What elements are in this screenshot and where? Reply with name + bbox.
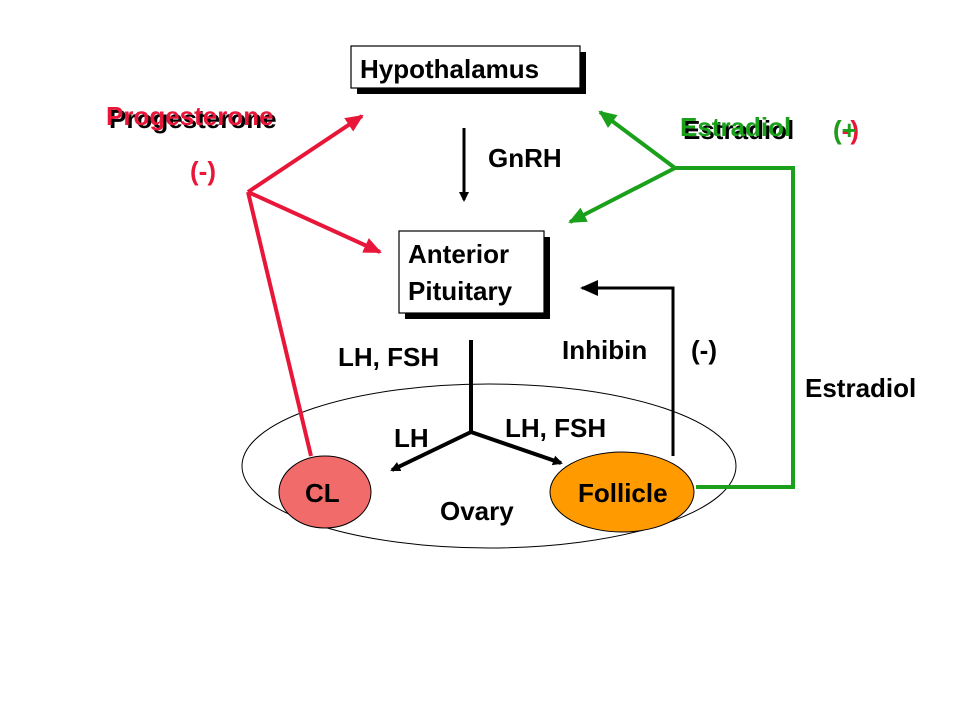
hypothalamus-node: Hypothalamus xyxy=(350,45,586,94)
anterior-pituitary-node: Anterior Pituitary xyxy=(398,230,550,319)
hypothalamus-label: Hypothalamus xyxy=(360,54,539,84)
estradiol-feedback-shadow: Estradiol xyxy=(683,115,794,145)
lh-to-cl-arrow xyxy=(390,430,472,472)
estradiol-to-pituitary-arrow xyxy=(568,166,676,224)
lh-fsh-pituitary-label: LH, FSH xyxy=(338,342,439,372)
anterior-pituitary-label-line2: Pituitary xyxy=(408,276,513,306)
anterior-pituitary-label-line1: Anterior xyxy=(408,239,509,269)
estradiol-path xyxy=(675,166,795,489)
estradiol-effect-minus: (-) xyxy=(833,115,859,145)
progesterone-label: Progesterone xyxy=(106,101,274,131)
estradiol-feedback-label: Estradiol xyxy=(680,112,791,142)
follicle-label: Follicle xyxy=(578,478,668,508)
progesterone-to-hypothalamus-arrow xyxy=(246,114,364,194)
ovary-label: Ovary xyxy=(440,496,514,526)
cl-node: CL xyxy=(278,455,372,529)
lh-to-cl-label: LH xyxy=(394,423,429,453)
inhibin-feedback-arrow xyxy=(580,280,675,456)
cl-label: CL xyxy=(305,478,340,508)
estradiol-feedback-label-group: Estradiol Estradiol (-) (+ xyxy=(680,112,859,145)
ovary-outline xyxy=(241,383,737,549)
estradiol-side-label: Estradiol xyxy=(805,373,916,403)
progesterone-effect-label: (-) xyxy=(190,156,216,186)
estradiol-to-hypothalamus-arrow xyxy=(598,110,677,170)
inhibin-effect-label: (-) xyxy=(691,335,717,365)
progesterone-to-pituitary-arrow xyxy=(247,190,382,254)
estradiol-effect-plus: (+ xyxy=(833,115,857,145)
follicle-node: Follicle xyxy=(549,451,695,533)
progesterone-label-group: Progesterone Progesterone (-) xyxy=(106,101,277,186)
lh-fsh-to-follicle-arrow xyxy=(470,430,563,466)
gnrh-label: GnRH xyxy=(488,143,562,173)
inhibin-label: Inhibin xyxy=(562,335,647,365)
progesterone-stem xyxy=(246,191,313,457)
lh-fsh-to-follicle-label: LH, FSH xyxy=(505,413,606,443)
progesterone-label-shadow: Progesterone xyxy=(109,104,277,134)
